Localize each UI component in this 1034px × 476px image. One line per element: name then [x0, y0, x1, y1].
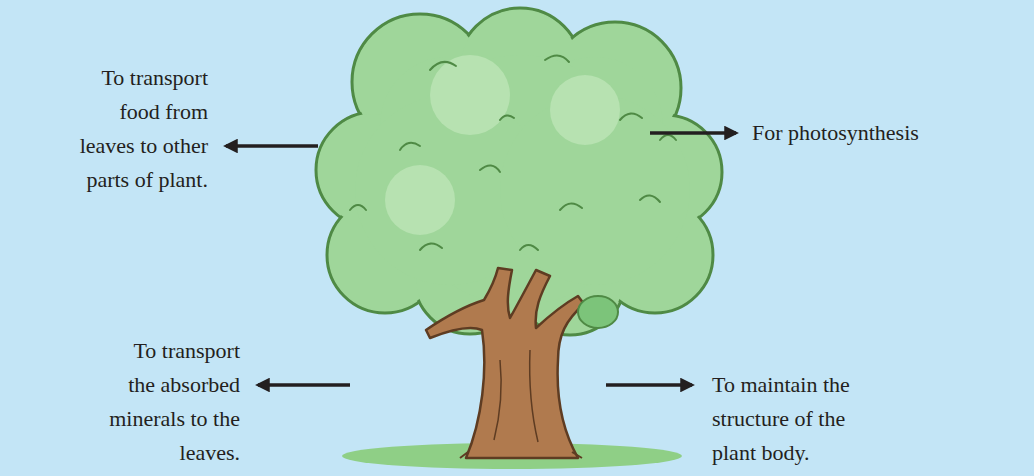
leader-arrow — [650, 131, 736, 135]
callout-label: To transport food from leaves to other p… — [68, 61, 208, 197]
leader-arrow — [226, 144, 318, 148]
leader-arrow — [258, 383, 350, 387]
leader-arrow — [606, 383, 692, 387]
tree-trunk — [426, 268, 618, 458]
leader-arrows — [226, 133, 736, 385]
tree-canopy — [316, 8, 722, 335]
leaf-tuft — [578, 296, 618, 328]
callout-label: For photosynthesis — [752, 116, 1022, 150]
callout-label: To transport the absorbed minerals to th… — [105, 334, 240, 470]
callout-label: To maintain the structure of the plant b… — [712, 368, 862, 470]
